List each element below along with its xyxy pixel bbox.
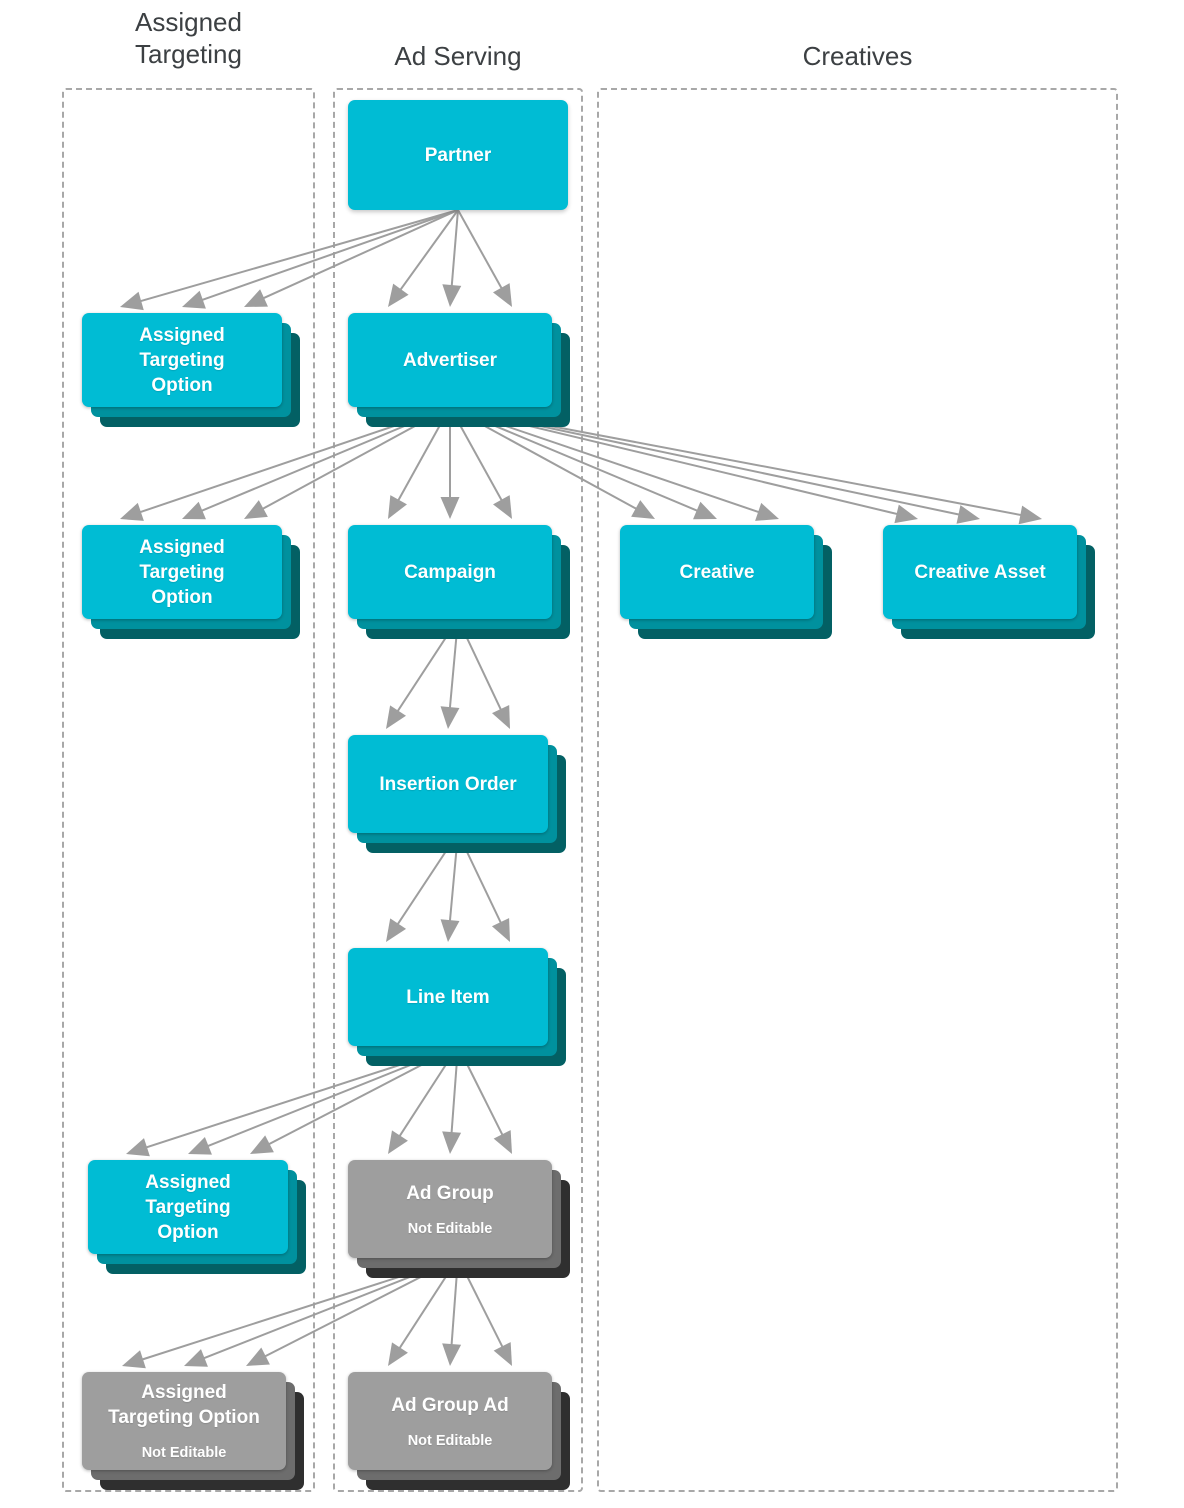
column-header-assigned-targeting: Assigned Targeting — [135, 7, 242, 69]
column-header-creatives: Creatives — [802, 41, 913, 71]
node-ad-group-ad[interactable]: Ad Group Ad Not Editable — [348, 1372, 570, 1490]
node-line-item[interactable]: Line Item — [348, 948, 566, 1066]
node-title: Assigned Targeting Option — [139, 324, 225, 396]
node-face-creative-asset[interactable]: Creative Asset — [883, 525, 1077, 619]
node-creative[interactable]: Creative — [620, 525, 832, 639]
node-face-ato-lineitem[interactable]: Assigned Targeting Option — [88, 1160, 288, 1254]
node-ato-lineitem[interactable]: Assigned Targeting Option — [88, 1160, 306, 1274]
node-title: Creative Asset — [914, 561, 1046, 583]
node-not-editable-badge: Not Editable — [141, 1445, 227, 1461]
node-title: Ad Group Ad — [391, 1394, 509, 1416]
node-title: Line Item — [406, 986, 490, 1008]
group-box-assigned-targeting — [62, 88, 315, 1492]
node-advertiser[interactable]: Advertiser — [348, 313, 570, 427]
node-title: Assigned Targeting Option — [108, 1382, 260, 1428]
node-partner[interactable]: Partner — [348, 100, 568, 210]
group-box-ad-serving — [333, 88, 583, 1492]
node-face-advertiser[interactable]: Advertiser — [348, 313, 552, 407]
node-face-ad-group-ad[interactable]: Ad Group Ad Not Editable — [348, 1372, 552, 1470]
node-title: Partner — [424, 144, 492, 166]
node-title: Assigned Targeting Option — [139, 536, 225, 608]
node-title: Ad Group — [406, 1182, 494, 1204]
node-face-partner[interactable]: Partner — [348, 100, 568, 210]
node-title: Advertiser — [403, 349, 497, 371]
node-face-insertion-order[interactable]: Insertion Order — [348, 735, 548, 833]
node-creative-asset[interactable]: Creative Asset — [883, 525, 1095, 639]
node-not-editable-badge: Not Editable — [407, 1220, 493, 1237]
node-title: Creative — [679, 561, 755, 583]
node-not-editable-badge: Not Editable — [407, 1432, 493, 1449]
node-title: Campaign — [404, 561, 496, 583]
node-face-ato-partner[interactable]: Assigned Targeting Option — [82, 313, 282, 407]
node-campaign[interactable]: Campaign — [348, 525, 570, 639]
node-ato-advertiser[interactable]: Assigned Targeting Option — [82, 525, 300, 639]
group-box-creatives — [597, 88, 1118, 1492]
node-insertion-order[interactable]: Insertion Order — [348, 735, 566, 853]
node-title: Assigned Targeting Option — [145, 1171, 231, 1243]
node-ato-partner[interactable]: Assigned Targeting Option — [82, 313, 300, 427]
node-face-campaign[interactable]: Campaign — [348, 525, 552, 619]
node-face-ato-advertiser[interactable]: Assigned Targeting Option — [82, 525, 282, 619]
column-header-ad-serving: Ad Serving — [394, 41, 522, 71]
node-title: Insertion Order — [379, 773, 517, 795]
node-face-creative[interactable]: Creative — [620, 525, 814, 619]
node-face-line-item[interactable]: Line Item — [348, 948, 548, 1046]
